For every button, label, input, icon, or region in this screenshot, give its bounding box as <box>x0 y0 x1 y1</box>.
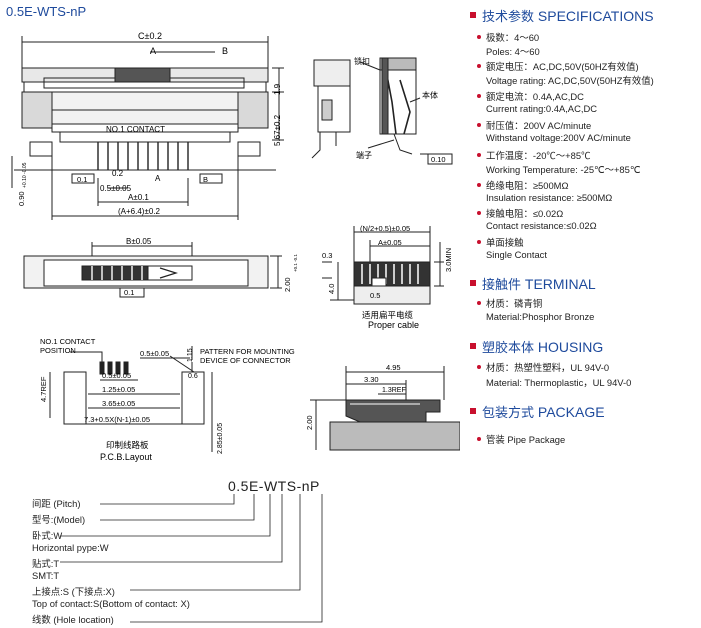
model-code: 0.5E-WTS-nP <box>228 478 320 494</box>
pcb-no1-line1: NO.1 CONTACT <box>40 337 96 346</box>
label-b-top: B <box>222 46 228 56</box>
pcb-dim-2-85: 2.85±0.05 <box>217 423 224 454</box>
pcb-dim-7-3: 7.3+0.5X(N-1)±0.05 <box>84 415 150 424</box>
spec-line: Withstand voltage:200V AC/minute <box>486 132 631 143</box>
dim-a-0-05: A±0.05 <box>378 238 402 247</box>
dim-c: C±0.2 <box>138 31 162 41</box>
dim-0-1-box: 0.1 <box>77 175 87 184</box>
dim-0-5: 0.5±0.05 <box>100 184 132 193</box>
spec-line: 额定电流：0.4A,AC,DC <box>477 91 584 102</box>
pcb-no1-line2: POSITION <box>40 346 76 355</box>
profile-view-drawing: 4.95 3.30 1.3REF 2.00 <box>305 363 460 451</box>
spec-line: Working Temperature: -25℃～+85℃ <box>486 164 641 175</box>
spec-line: 极数：4～60 <box>476 32 540 43</box>
terminal-line: 材质：磷青铜 <box>476 298 543 309</box>
label-b-box: B <box>203 175 208 184</box>
spec-line: 额定电压：AC,DC,50V(50HZ有效值) <box>477 61 639 72</box>
dim-1-9: 1.9 <box>273 83 282 95</box>
spec-line: 接触电阻：≤0.02Ω <box>476 208 564 219</box>
red-square-icon <box>470 12 476 18</box>
pcb-dim-1-15: 1.15 <box>187 348 194 362</box>
spec-line: 耐压值：200V AC/minute <box>476 120 592 131</box>
side-section-drawing: 锁扣 本体 端子 0.10 <box>311 56 453 165</box>
package-heading: 包装方式 PACKAGE <box>470 402 605 421</box>
code-label-s-cn: 上接点:S (下接点:X) <box>32 586 115 597</box>
code-label-w-en: Horizontal pype:W <box>32 542 109 553</box>
spec-line: 单面接触 <box>477 237 524 248</box>
dim-cable-0-5: 0.5 <box>370 291 380 300</box>
pcb-dim-0-5-mid: 0.5±0.05 <box>102 371 131 380</box>
terminal-heading: 接触件 TERMINAL <box>470 274 596 293</box>
housing-line: Material: Thermoplastic，UL 94V-0 <box>486 377 632 388</box>
spec-line: Voltage rating: AC,DC,50V(50HZ有效值) <box>486 75 654 86</box>
dim-0-90: 0.90 <box>17 191 26 206</box>
spec-heading: 技术参数 SPECIFICATIONS <box>470 6 654 25</box>
code-label-t-en: SMT:T <box>32 570 60 581</box>
front-view-drawing: C±0.2 A B 1.9 5.67±0.2 NO.1 CONTACT 0.2 … <box>11 31 284 220</box>
cable-drawing: (N/2+0.5)±0.05 A±0.05 0.3 4.0 3.0MIN 0.5… <box>322 224 453 330</box>
code-label-pitch: 间距 (Pitch) <box>32 498 81 509</box>
dim-1-3-ref: 1.3REF <box>382 387 406 394</box>
pcb-dim-0-5-top: 0.5±0.05 <box>140 349 169 358</box>
code-label-w-cn: 卧式:W <box>32 530 63 541</box>
red-square-icon <box>470 408 476 414</box>
spec-line: Poles: 4～60 <box>486 46 540 57</box>
label-a-mid: A <box>155 174 161 183</box>
pcb-layout-drawing: NO.1 CONTACT POSITION PATTERN FOR MOUNTI… <box>39 337 295 462</box>
dim-5-67: 5.67±0.2 <box>273 114 282 146</box>
pattern-line2: DEVICE OF CONNECTOR <box>200 356 291 365</box>
dim-bottom-0-1: 0.1 <box>124 288 134 297</box>
terminal-line: Material:Phosphor Bronze <box>486 311 595 322</box>
spec-line: Current rating:0.4A,AC,DC <box>486 103 597 114</box>
pcb-label-en: P.C.B.Layout <box>100 452 152 462</box>
dim-a-0-1: A±0.1 <box>128 193 149 202</box>
pcb-dim-0-6: 0.6 <box>188 373 198 380</box>
pcb-dim-1-25: 1.25±0.05 <box>102 385 135 394</box>
code-label-model: 型号:(Model) <box>32 514 86 525</box>
dim-n2: (N/2+0.5)±0.05 <box>360 224 410 233</box>
body-label: 本体 <box>422 90 438 100</box>
lock-label: 锁扣 <box>354 56 370 66</box>
cable-label-cn: 适用扁平电缆 <box>362 310 414 320</box>
pattern-line1: PATTERN FOR MOUNTING <box>200 347 295 356</box>
housing-heading: 塑胶本体 HOUSING <box>470 337 603 356</box>
spec-line: 工作温度：-20℃～+85℃ <box>476 150 591 161</box>
spec-line: Single Contact <box>486 249 547 260</box>
dim-b-0-05: B±0.05 <box>126 238 152 246</box>
red-square-icon <box>470 280 476 286</box>
dim-4-95: 4.95 <box>386 363 401 372</box>
tol-bottom-2-00: +0.1 -0.1 <box>293 254 298 272</box>
dim-profile-2-00: 2.00 <box>305 415 314 430</box>
dim-0-2: 0.2 <box>112 169 124 178</box>
package-line: 管装 Pipe Package <box>476 434 566 445</box>
tol-0-90: +0.10 -0.05 <box>22 162 28 188</box>
no1-contact-label: NO.1 CONTACT <box>106 125 165 134</box>
label-a-top: A <box>150 46 156 56</box>
pcb-label-cn: 印制线路板 <box>106 440 149 450</box>
dim-0-3: 0.3 <box>322 251 332 260</box>
dim-3-30: 3.30 <box>364 375 379 384</box>
spec-line: Insulation resistance: ≥500MΩ <box>486 192 613 203</box>
page-title: 0.5E-WTS-nP <box>6 4 87 19</box>
spec-line: Contact resistance:≤0.02Ω <box>486 220 597 231</box>
dim-bottom-2-00: 2.00 <box>283 277 292 292</box>
model-code-leaders <box>60 494 323 623</box>
spec-line: 绝缘电阻：≥500MΩ <box>476 180 569 191</box>
dim-4-0: 4.0 <box>327 284 336 294</box>
cable-label-en: Proper cable <box>368 320 419 330</box>
red-square-icon <box>470 343 476 349</box>
pcb-dim-3-65: 3.65±0.05 <box>102 399 135 408</box>
dim-0-10: 0.10 <box>431 155 446 164</box>
bottom-view-drawing: B±0.05 0.1 2.00 +0.1 -0.1 <box>23 238 298 298</box>
housing-line: 材质：热塑性塑料，UL 94V-0 <box>476 362 610 373</box>
terminal-label: 端子 <box>356 150 372 160</box>
pcb-dim-4-7: 4.7REF <box>39 376 48 402</box>
dim-3-0-min: 3.0MIN <box>444 248 453 272</box>
code-label-t-cn: 贴式:T <box>32 558 60 569</box>
code-label-s-en: Top of contact:S(Bottom of contact: X) <box>32 598 190 609</box>
dim-a-6-4: (A+6.4)±0.2 <box>118 207 161 216</box>
code-label-hole: 线数 (Hole location) <box>32 614 114 625</box>
